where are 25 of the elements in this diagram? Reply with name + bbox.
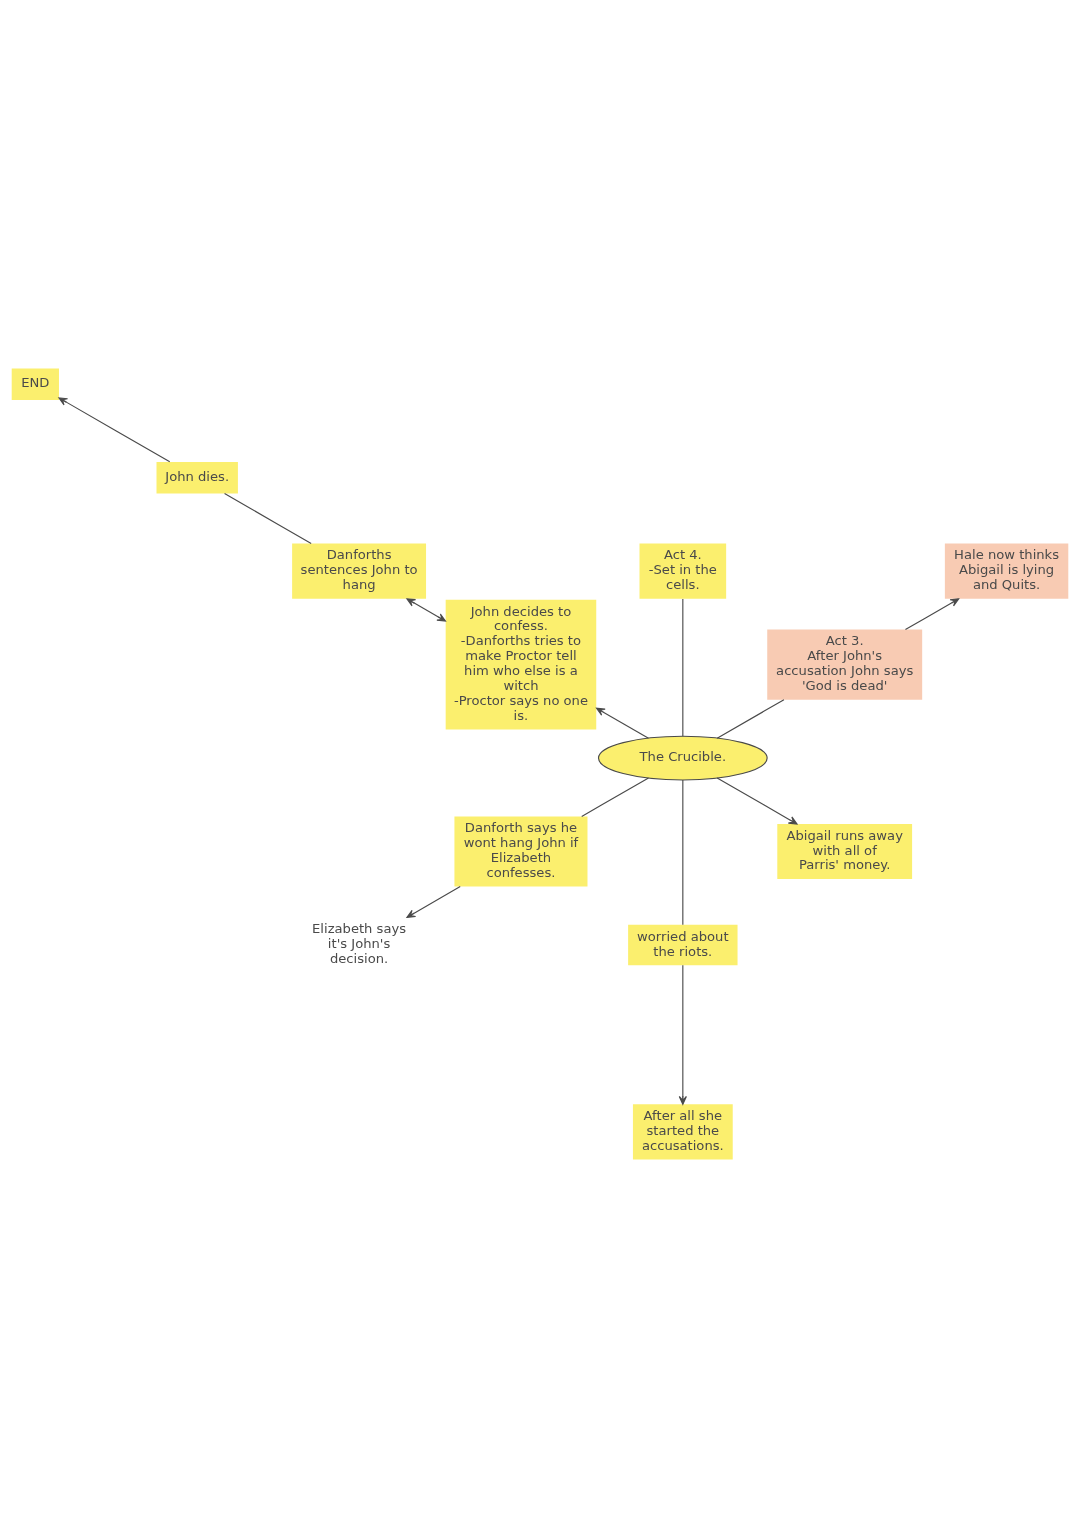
- node-box: Hale now thinks Abigail is lying and Quits.: [944, 543, 1069, 599]
- arrow: [406, 597, 447, 622]
- node-box: Act 3. After John's accusation John says 'God is dead': [767, 629, 923, 700]
- node-box: Act 4. -Set in the cells.: [639, 543, 727, 599]
- node-box: Danforth says he wont hang John if Elizabeth confesses.: [454, 816, 588, 887]
- node-box: worried about the riots.: [628, 924, 738, 965]
- node-box: Danforths sentences John to hang: [292, 543, 427, 599]
- arrow: [678, 964, 687, 1105]
- connector: [224, 492, 312, 544]
- node-ellipse: The Crucible.: [597, 735, 768, 781]
- node-box: After all she started the accusations.: [632, 1103, 733, 1159]
- node-box: END: [11, 368, 59, 400]
- arrow: [58, 396, 171, 462]
- node-box: John dies.: [156, 461, 238, 493]
- node-box: John decides to confess. -Danforths tries to make Proctor tell him who else is a witch -Proctor says no one is.: [445, 599, 597, 729]
- node-text: Elizabeth says it's John's decision.: [312, 920, 407, 966]
- connector: [716, 698, 785, 739]
- arrow: [595, 707, 650, 739]
- connector: [682, 778, 684, 925]
- connector: [581, 776, 650, 817]
- arrow: [406, 885, 461, 918]
- arrow: [716, 776, 798, 825]
- node-box: Abigail runs away with all of Parris' money.: [777, 823, 913, 879]
- arrow: [904, 597, 960, 630]
- connector: [682, 597, 684, 737]
